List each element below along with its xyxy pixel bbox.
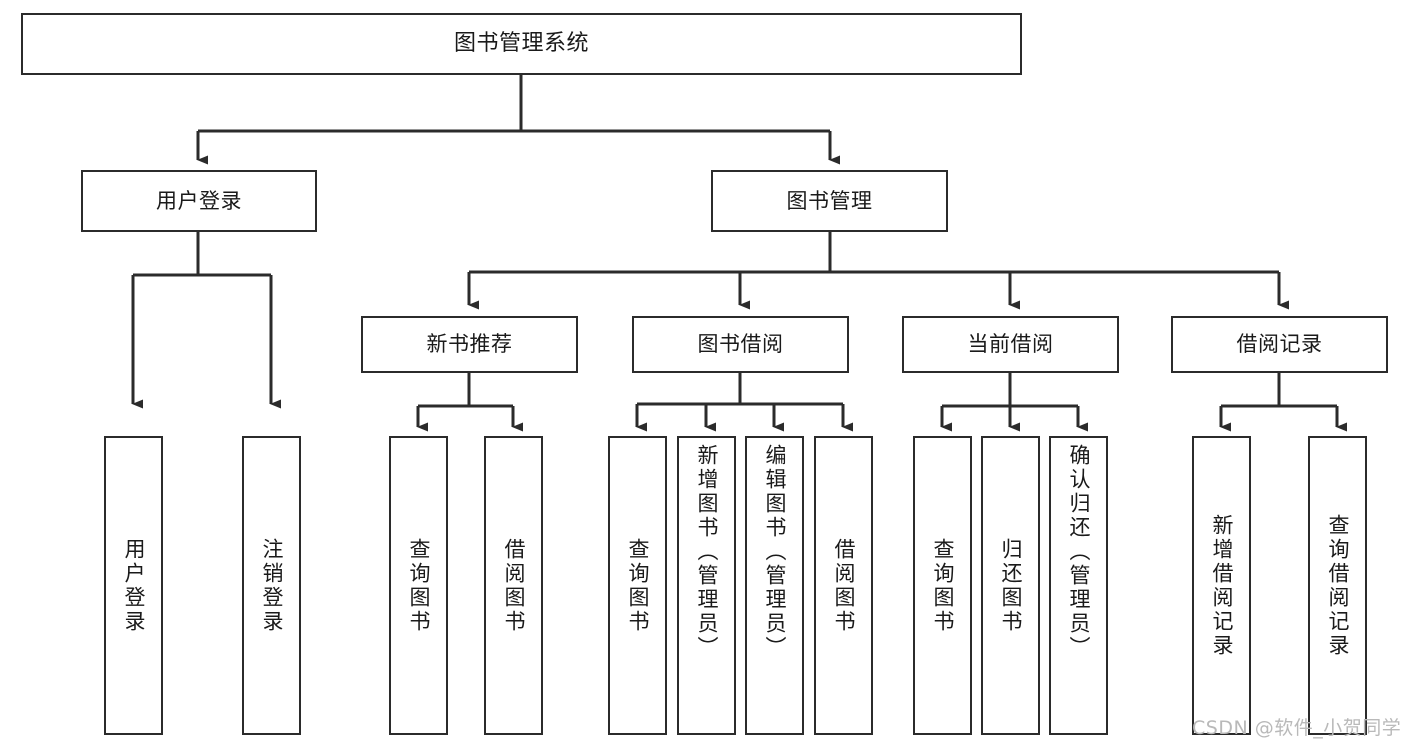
- node-leaf-borrow-book-1[interactable]: 借阅图书: [484, 436, 543, 735]
- node-label: 图书管理系统: [453, 31, 589, 57]
- node-book-borrow[interactable]: 图书借阅: [632, 316, 849, 373]
- node-leaf-confirm-return[interactable]: 确认归还（管理员）: [1049, 436, 1108, 735]
- node-label: 查询借阅记录: [1326, 513, 1351, 658]
- node-label: 查询图书: [626, 537, 651, 634]
- node-leaf-add-record[interactable]: 新增借阅记录: [1192, 436, 1251, 735]
- node-label: 借阅记录: [1236, 332, 1323, 357]
- node-label: 新增图书（管理员）: [695, 444, 720, 660]
- node-book-manage[interactable]: 图书管理: [711, 170, 948, 232]
- node-leaf-user-login[interactable]: 用户登录: [104, 436, 163, 735]
- node-leaf-user-logout[interactable]: 注销登录: [242, 436, 301, 735]
- node-label: 确认归还（管理员）: [1067, 444, 1092, 660]
- node-label: 归还图书: [999, 537, 1024, 634]
- node-label: 借阅图书: [502, 537, 527, 634]
- node-label: 新书推荐: [426, 332, 513, 357]
- node-new-book-recommend[interactable]: 新书推荐: [361, 316, 578, 373]
- node-label: 编辑图书（管理员）: [763, 444, 788, 660]
- node-leaf-add-book[interactable]: 新增图书（管理员）: [677, 436, 736, 735]
- node-label: 借阅图书: [832, 537, 857, 634]
- node-root-book-management-system[interactable]: 图书管理系统: [21, 13, 1022, 75]
- node-leaf-query-record[interactable]: 查询借阅记录: [1308, 436, 1367, 735]
- node-label: 查询图书: [931, 537, 956, 634]
- node-borrow-record[interactable]: 借阅记录: [1171, 316, 1388, 373]
- node-leaf-query-book-2[interactable]: 查询图书: [608, 436, 667, 735]
- node-label: 用户登录: [156, 188, 242, 213]
- node-current-borrow[interactable]: 当前借阅: [902, 316, 1119, 373]
- node-leaf-borrow-book-2[interactable]: 借阅图书: [814, 436, 873, 735]
- node-label: 图书管理: [786, 188, 873, 213]
- node-user-login[interactable]: 用户登录: [81, 170, 317, 232]
- node-label: 注销登录: [260, 537, 285, 634]
- node-leaf-edit-book[interactable]: 编辑图书（管理员）: [745, 436, 804, 735]
- node-label: 用户登录: [122, 537, 147, 634]
- node-label: 查询图书: [407, 537, 432, 634]
- node-leaf-return-book[interactable]: 归还图书: [981, 436, 1040, 735]
- node-label: 当前借阅: [967, 332, 1054, 357]
- node-leaf-query-book-1[interactable]: 查询图书: [389, 436, 448, 735]
- node-leaf-query-book-3[interactable]: 查询图书: [913, 436, 972, 735]
- node-label: 新增借阅记录: [1210, 513, 1235, 658]
- node-label: 图书借阅: [697, 332, 784, 357]
